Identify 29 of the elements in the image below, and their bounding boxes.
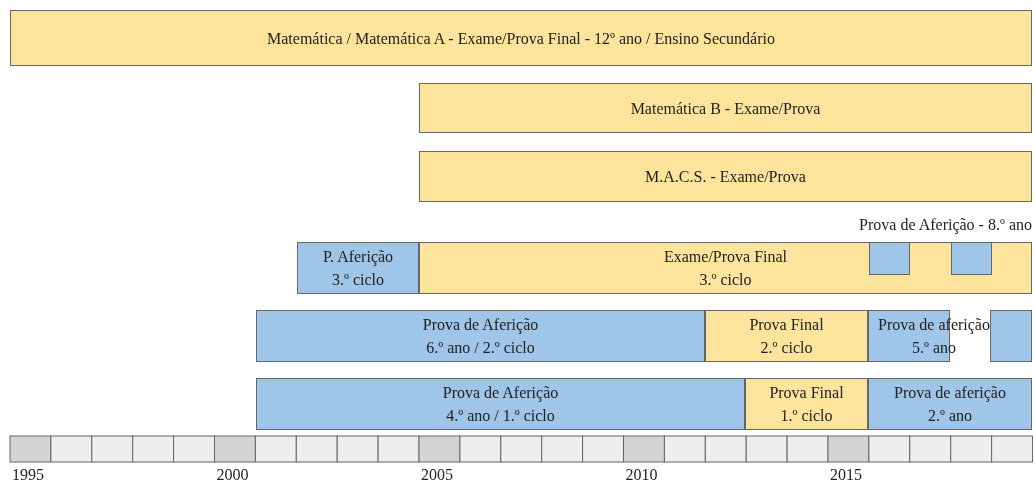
- timeline-bar: [10, 10, 1032, 66]
- bar-label: M.A.C.S. - Exame/Prova: [645, 167, 806, 187]
- year-label: 2010: [625, 466, 658, 484]
- timeline-bar: [705, 310, 868, 362]
- year-label: 1995: [12, 466, 44, 484]
- timeline-bar: [297, 242, 419, 294]
- timeline-block: [951, 242, 992, 275]
- timeline-block: [990, 310, 1032, 362]
- year-label: 2005: [421, 466, 453, 484]
- timeline-block: [869, 242, 910, 275]
- timeline-bar: [256, 378, 745, 430]
- bar-label: P. Aferição 3.º ciclo: [321, 247, 395, 290]
- timeline-bar: [868, 378, 1032, 430]
- bar-label: Matemática B - Exame/Prova: [630, 98, 821, 119]
- timeline-bar: [419, 151, 1032, 202]
- bar-label: Prova de Aferição 4.º ano / 1.º ciclo: [441, 383, 560, 426]
- bar-label: Exame/Prova Final 3.º ciclo: [662, 247, 789, 290]
- bar-label: Matemática / Matemática A - Exame/Prova Final - 12º ano / Ensino Secundário: [267, 28, 775, 49]
- bar-label: Prova de aferição 2.º ano: [893, 383, 1007, 426]
- year-label: 2015: [830, 466, 862, 484]
- bar-label: Prova de Aferição 6.º ano / 2.º ciclo: [421, 315, 540, 358]
- bar-label: Prova Final 2.º ciclo: [748, 315, 825, 358]
- annotation-text: Prova de Aferição - 8.º ano: [859, 216, 1032, 234]
- timeline-bar: [256, 310, 705, 362]
- timeline-bar: [419, 242, 1032, 294]
- timeline-bar: [745, 378, 868, 430]
- bar-label: Prova Final 1.º ciclo: [768, 383, 845, 426]
- timeline-bar: [419, 83, 1032, 133]
- year-label: 2000: [216, 466, 249, 484]
